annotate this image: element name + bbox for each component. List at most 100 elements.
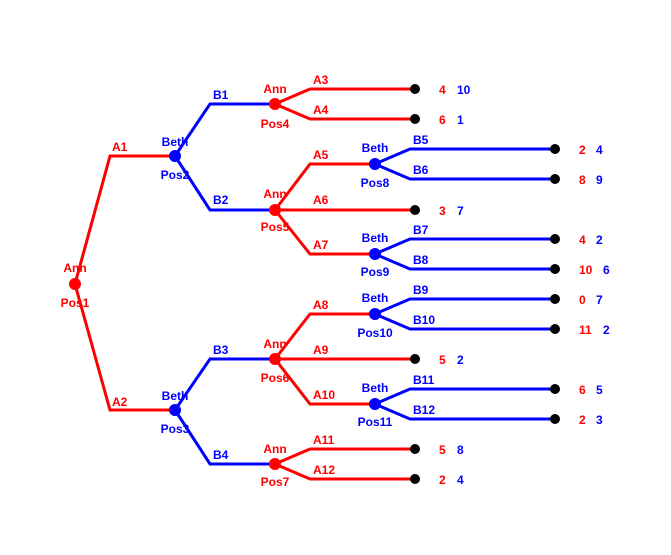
payoff-beth: 2 bbox=[596, 233, 603, 247]
payoff-ann: 2 bbox=[579, 413, 586, 427]
player-label-pos1: Ann bbox=[63, 261, 86, 275]
payoff-ann: 6 bbox=[579, 383, 586, 397]
payoff-beth: 4 bbox=[457, 473, 464, 487]
node-pos2[interactable] bbox=[169, 150, 181, 162]
move-label-b6: B6 bbox=[413, 163, 429, 177]
payoff-beth: 10 bbox=[457, 83, 471, 97]
node-pos8[interactable] bbox=[369, 158, 381, 170]
payoff-ann: 6 bbox=[439, 113, 446, 127]
move-label-a7: A7 bbox=[313, 238, 329, 252]
payoff-beth: 5 bbox=[596, 383, 603, 397]
edge-a2 bbox=[73, 283, 175, 412]
payoff-beth: 7 bbox=[457, 204, 464, 218]
position-label-pos2: Pos2 bbox=[161, 168, 190, 182]
position-label-pos5: Pos5 bbox=[261, 220, 290, 234]
move-label-b10: B10 bbox=[413, 313, 435, 327]
move-label-b11: B11 bbox=[413, 373, 435, 387]
payoff-beth: 2 bbox=[603, 323, 610, 337]
player-label-pos7: Ann bbox=[263, 442, 286, 456]
position-label-pos6: Pos6 bbox=[261, 371, 290, 385]
player-label-pos11: Beth bbox=[362, 381, 389, 395]
move-label-a9: A9 bbox=[313, 343, 329, 357]
node-pos9[interactable] bbox=[369, 248, 381, 260]
move-label-a3: A3 bbox=[313, 73, 329, 87]
edge-a12 bbox=[274, 462, 415, 481]
player-label-pos6: Ann bbox=[263, 337, 286, 351]
edge-a1 bbox=[73, 154, 175, 285]
terminal-node[interactable] bbox=[550, 294, 560, 304]
position-label-pos7: Pos7 bbox=[261, 475, 290, 489]
move-label-b5: B5 bbox=[413, 133, 429, 147]
move-label-a11: A11 bbox=[313, 433, 335, 447]
node-pos10[interactable] bbox=[369, 308, 381, 320]
move-label-a1: A1 bbox=[112, 140, 128, 154]
move-label-b12: B12 bbox=[413, 403, 435, 417]
terminal-node[interactable] bbox=[410, 84, 420, 94]
terminal-node[interactable] bbox=[550, 174, 560, 184]
payoff-ann: 11 bbox=[579, 323, 592, 337]
edge-b11 bbox=[374, 387, 555, 406]
payoff-ann: 4 bbox=[439, 83, 446, 97]
terminal-node[interactable] bbox=[410, 354, 420, 364]
player-label-pos4: Ann bbox=[263, 82, 286, 96]
node-pos3[interactable] bbox=[169, 404, 181, 416]
player-label-pos8: Beth bbox=[362, 141, 389, 155]
payoff-ann: 0 bbox=[579, 293, 586, 307]
player-label-pos10: Beth bbox=[362, 291, 389, 305]
edge-a7 bbox=[273, 209, 375, 256]
payoff-beth: 7 bbox=[596, 293, 603, 307]
payoff-beth: 3 bbox=[596, 413, 603, 427]
node-pos6[interactable] bbox=[269, 353, 281, 365]
move-label-a8: A8 bbox=[313, 298, 329, 312]
edge-b10 bbox=[374, 312, 555, 331]
edge-a8 bbox=[273, 312, 375, 360]
edge-a10 bbox=[273, 358, 375, 406]
position-label-pos8: Pos8 bbox=[361, 176, 390, 190]
payoff-beth: 6 bbox=[603, 263, 610, 277]
payoff-ann: 10 bbox=[579, 263, 593, 277]
terminal-node[interactable] bbox=[410, 444, 420, 454]
player-label-pos2: Beth bbox=[162, 135, 189, 149]
move-label-b7: B7 bbox=[413, 223, 429, 237]
payoff-ann: 5 bbox=[439, 443, 446, 457]
player-label-pos5: Ann bbox=[263, 187, 286, 201]
edge-b7 bbox=[374, 237, 555, 256]
terminal-node[interactable] bbox=[550, 264, 560, 274]
payoff-beth: 2 bbox=[457, 353, 464, 367]
terminal-node[interactable] bbox=[550, 384, 560, 394]
player-label-pos3: Beth bbox=[162, 389, 189, 403]
terminal-node[interactable] bbox=[550, 234, 560, 244]
payoff-beth: 4 bbox=[596, 143, 603, 157]
payoff-ann: 3 bbox=[439, 204, 446, 218]
terminal-node[interactable] bbox=[550, 324, 560, 334]
position-label-pos9: Pos9 bbox=[361, 265, 390, 279]
edge-b3 bbox=[173, 357, 275, 411]
edge-b12 bbox=[374, 402, 555, 421]
node-pos11[interactable] bbox=[369, 398, 381, 410]
move-label-b1: B1 bbox=[213, 88, 229, 102]
edge-b5 bbox=[374, 147, 555, 166]
edge-a4 bbox=[274, 102, 415, 121]
payoff-ann: 4 bbox=[579, 233, 586, 247]
terminal-node[interactable] bbox=[550, 414, 560, 424]
node-pos5[interactable] bbox=[269, 204, 281, 216]
terminal-node[interactable] bbox=[550, 144, 560, 154]
position-label-pos10: Pos10 bbox=[357, 326, 393, 340]
node-pos1[interactable] bbox=[69, 278, 81, 290]
terminal-node[interactable] bbox=[410, 205, 420, 215]
edge-a11 bbox=[274, 447, 415, 466]
terminal-node[interactable] bbox=[410, 114, 420, 124]
payoff-ann: 8 bbox=[579, 173, 586, 187]
move-label-a4: A4 bbox=[313, 103, 329, 117]
node-pos4[interactable] bbox=[269, 98, 281, 110]
move-label-b2: B2 bbox=[213, 193, 229, 207]
edge-b4 bbox=[173, 409, 275, 466]
move-label-b8: B8 bbox=[413, 253, 429, 267]
payoff-ann: 5 bbox=[439, 353, 446, 367]
edge-b8 bbox=[374, 252, 555, 271]
move-label-b4: B4 bbox=[213, 448, 229, 462]
node-pos7[interactable] bbox=[269, 458, 281, 470]
edge-a3 bbox=[274, 87, 415, 106]
terminal-node[interactable] bbox=[410, 474, 420, 484]
